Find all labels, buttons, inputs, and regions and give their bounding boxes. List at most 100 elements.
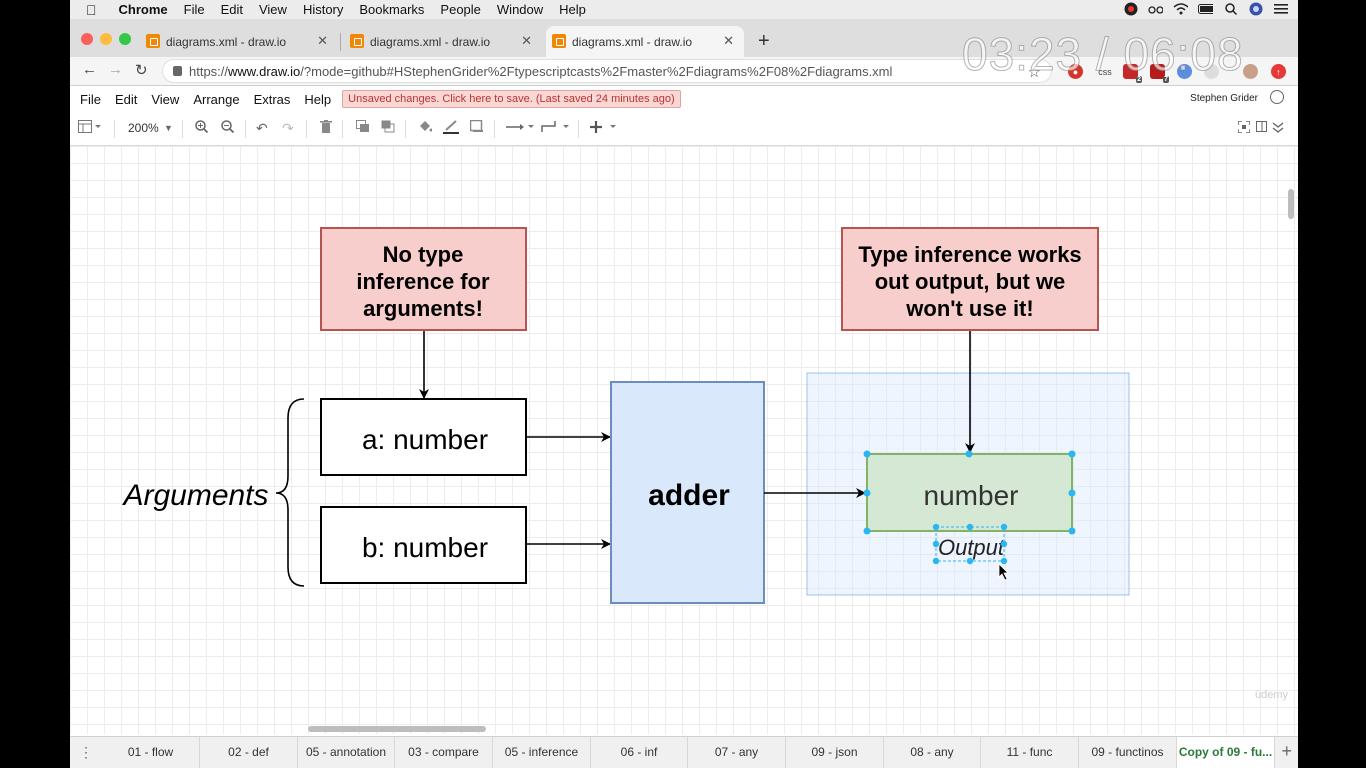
blue-extension-icon[interactable] [1177,64,1192,79]
undo-icon[interactable]: ↶ [256,120,268,136]
diagram-canvas[interactable]: No type inference for arguments! Type in… [70,146,1298,734]
language-globe-icon[interactable] [1270,90,1284,104]
chevron-down-icon[interactable]: ▼ [164,123,173,133]
close-window-button[interactable] [81,33,93,45]
adder-box[interactable] [610,381,765,604]
minimize-window-button[interactable] [100,33,112,45]
reload-icon[interactable]: ↻ [135,62,148,79]
browser-tab-1[interactable]: diagrams.xml - draw.io ✕ [140,26,338,57]
os-menu-history[interactable]: History [292,2,343,17]
page-tab-09-functinos[interactable]: 09 - functinos [1079,737,1177,768]
battery-icon[interactable] [1198,2,1213,16]
resize-handle[interactable] [965,450,973,458]
resize-handle[interactable] [932,557,940,565]
connection-style-icon[interactable] [506,120,536,136]
update-extension-icon[interactable]: ↑ [1271,64,1286,79]
browser-tab-2[interactable]: diagrams.xml - draw.io ✕ [344,26,542,57]
resize-handle[interactable] [932,523,940,531]
drawio-menu-edit[interactable]: Edit [114,91,138,107]
unsaved-changes-button[interactable]: Unsaved changes. Click here to save. (La… [342,90,681,108]
resize-handle[interactable] [966,523,974,531]
profile-avatar[interactable] [1243,64,1258,79]
page-tab-01-flow[interactable]: 01 - flow [102,737,200,768]
to-front-icon[interactable] [356,120,370,136]
to-back-icon[interactable] [381,120,395,136]
selection-handles[interactable] [863,450,1076,535]
os-menu-file[interactable]: File [173,2,205,17]
spotlight-search-icon[interactable] [1223,2,1238,16]
add-page-button[interactable]: + [1281,741,1292,761]
horizontal-scrollbar[interactable] [308,726,486,732]
resize-handle[interactable] [863,450,871,458]
os-menu-people[interactable]: People [429,2,480,17]
extension-badge-icon[interactable]: 2 [1123,64,1142,83]
user-name[interactable]: Stephen Grider [1190,93,1258,104]
css-extension-icon[interactable]: css [1098,66,1112,77]
note-left-box[interactable] [320,227,527,331]
bookmark-star-icon[interactable]: ☆ [1027,64,1041,81]
output-number-box[interactable] [866,453,1073,532]
insert-plus-icon[interactable] [590,120,618,137]
pages-menu-icon[interactable]: ⋮ [79,744,93,760]
resize-handle[interactable] [932,540,940,548]
resize-handle[interactable] [1068,489,1076,497]
resize-handle[interactable] [863,527,871,535]
notification-center-icon[interactable] [1273,2,1288,16]
label-selection-handles[interactable] [932,523,1008,565]
drawio-menu-help[interactable]: Help [304,91,332,107]
split-panel-icon[interactable] [1256,120,1268,136]
redo-icon[interactable]: ↷ [282,120,294,136]
waypoints-icon[interactable] [541,120,571,137]
resize-handle[interactable] [1068,450,1076,458]
fill-color-icon[interactable] [418,120,433,136]
resize-handle[interactable] [1068,527,1076,535]
format-panel-icon[interactable] [78,120,102,137]
zoom-out-icon[interactable] [221,120,235,136]
shadow-icon[interactable] [469,119,484,136]
page-tab-05-inference[interactable]: 05 - inference [493,737,591,768]
drawio-menu-view[interactable]: View [151,91,180,107]
status-app-icon[interactable] [1123,2,1138,16]
siri-icon[interactable] [1248,2,1263,16]
zoom-window-button[interactable] [119,33,131,45]
note-right-box[interactable] [841,227,1099,331]
wifi-icon[interactable] [1173,2,1188,16]
drawio-menu-file[interactable]: File [80,91,101,107]
close-tab-icon[interactable]: ✕ [723,33,734,48]
os-menu-help[interactable]: Help [548,2,586,17]
arguments-brace[interactable] [275,398,305,587]
os-menu-bookmarks[interactable]: Bookmarks [348,2,424,17]
page-tab-copy-of-09[interactable]: Copy of 09 - fu... [1177,737,1275,768]
collapse-chevron-icon[interactable] [1272,120,1284,136]
forward-arrow-icon[interactable]: → [108,61,123,78]
adblock-extension-icon[interactable]: ● [1068,64,1083,79]
resize-handle[interactable] [1000,523,1008,531]
drawio-menu-extras[interactable]: Extras [253,91,291,107]
extension-badge-icon-2[interactable]: 7 [1150,64,1169,83]
back-arrow-icon[interactable]: ← [82,61,97,78]
arg-b-box[interactable] [320,506,527,584]
arg-a-box[interactable] [320,398,527,476]
resize-handle[interactable] [863,489,871,497]
page-tab-05-annotation[interactable]: 05 - annotation [298,737,395,768]
os-menu-view[interactable]: View [248,2,287,17]
page-tab-08-any[interactable]: 08 - any [884,737,981,768]
output-label[interactable]: Output [938,535,1005,560]
os-menu-edit[interactable]: Edit [210,2,243,17]
close-tab-icon[interactable]: ✕ [521,33,532,48]
vertical-scrollbar[interactable] [1288,189,1294,219]
fullscreen-icon[interactable] [1237,120,1251,136]
close-tab-icon[interactable]: ✕ [317,33,328,48]
page-tab-09-json[interactable]: 09 - json [786,737,884,768]
zoom-level-dropdown[interactable]: 200% [128,121,159,135]
new-tab-button[interactable]: + [758,30,770,52]
glasses-icon[interactable] [1148,2,1163,16]
grey-extension-icon[interactable] [1204,64,1219,79]
line-color-icon[interactable] [443,120,459,137]
drawio-menu-arrange[interactable]: Arrange [193,91,240,107]
os-menu-window[interactable]: Window [486,2,543,17]
resize-handle[interactable] [1000,557,1008,565]
resize-handle[interactable] [966,557,974,565]
resize-handle[interactable] [1000,540,1008,548]
delete-icon[interactable] [320,120,332,136]
